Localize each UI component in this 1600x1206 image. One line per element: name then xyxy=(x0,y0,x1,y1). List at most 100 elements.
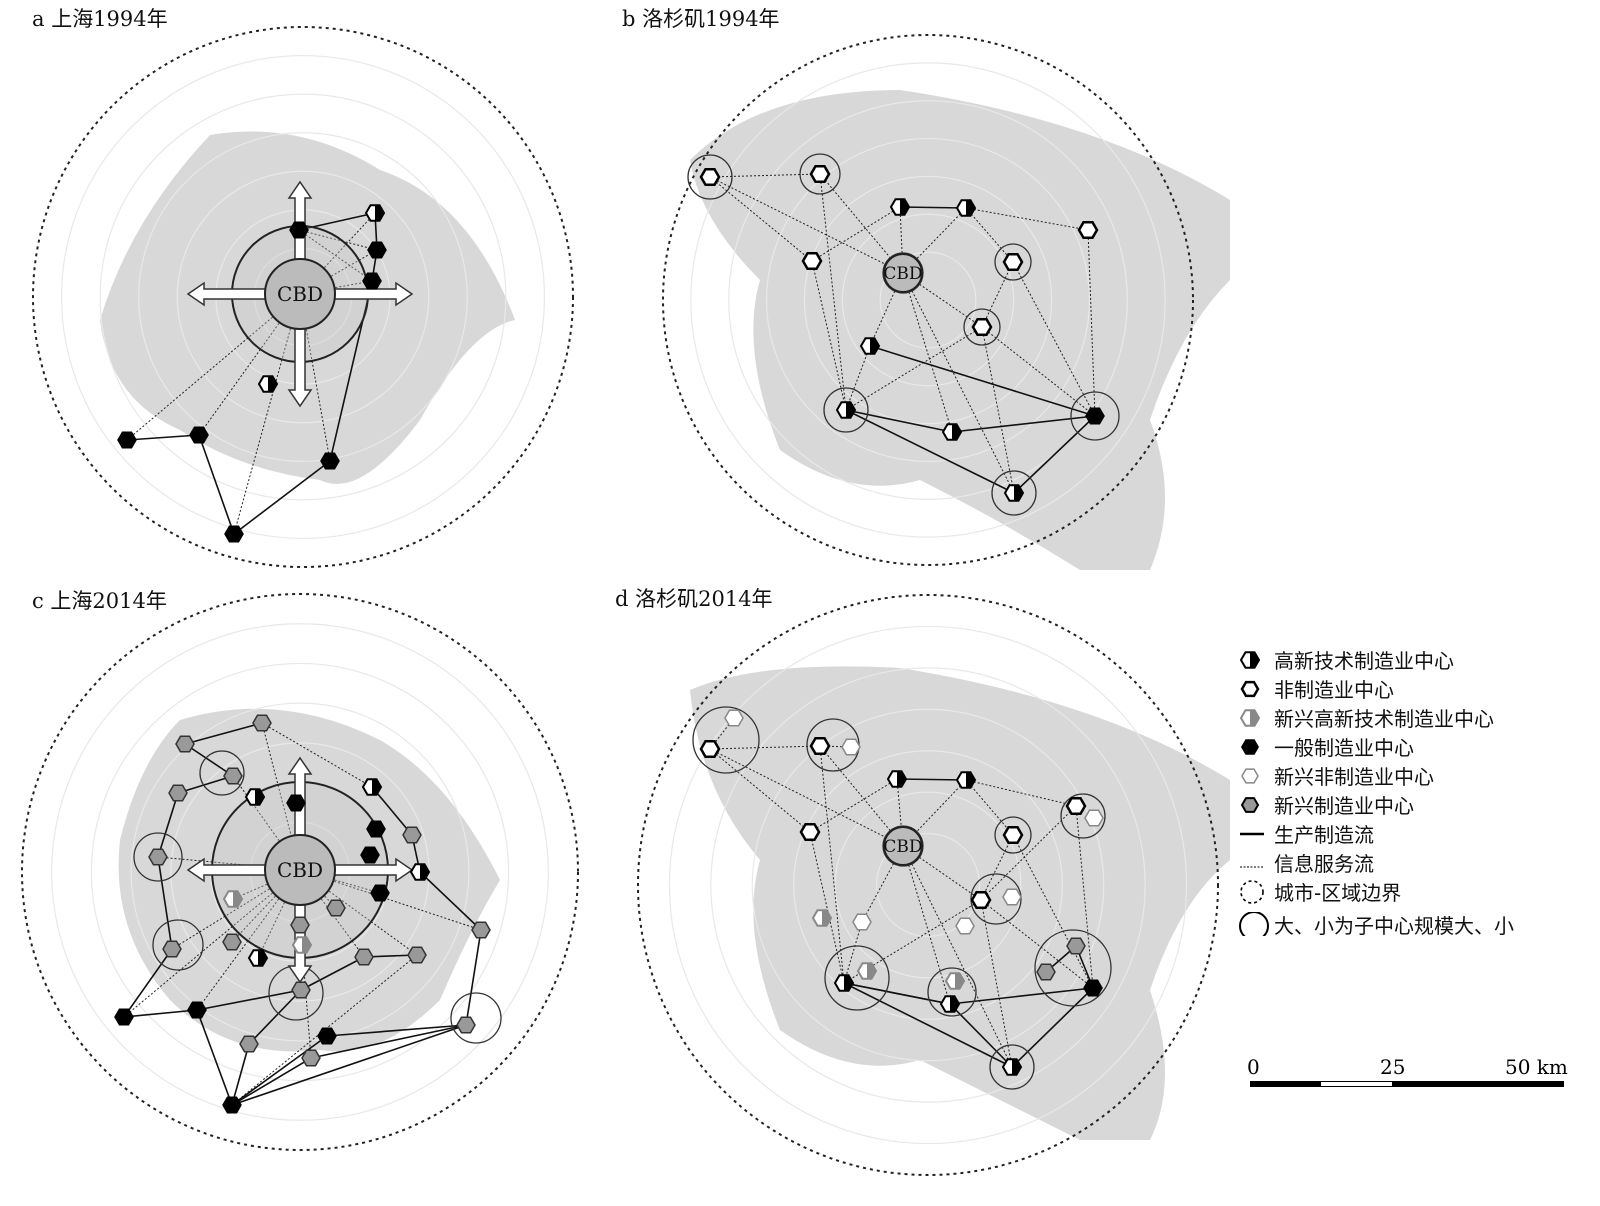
city-region-boundary xyxy=(637,594,1219,1176)
information-flow-line xyxy=(298,229,378,251)
distance-ring xyxy=(879,251,977,349)
non-manufacturing-center-icon xyxy=(809,164,831,184)
legend-label: 新兴制造业中心 xyxy=(1274,794,1414,818)
emerging-high-tech-center-icon xyxy=(1239,708,1261,727)
production-flow-line xyxy=(177,775,234,794)
production-flow-line xyxy=(300,956,365,991)
emerging-manufacturing-center-icon xyxy=(252,714,272,732)
high-tech-center-icon xyxy=(1239,650,1261,669)
emerging-non-manufacturing-center-icon xyxy=(724,709,744,727)
information-flow-line xyxy=(980,834,1014,901)
high-tech-center-icon xyxy=(955,199,977,217)
non-manufacturing-center-icon xyxy=(1240,680,1260,697)
distance-ring xyxy=(690,62,1166,538)
general-manufacturing-center-icon xyxy=(360,846,380,864)
cbd-circle xyxy=(264,834,336,906)
non-manufacturing-center-icon xyxy=(801,251,823,271)
information-flow-line xyxy=(965,207,1089,231)
general-manufacturing-center-icon xyxy=(224,525,244,543)
distance-ring xyxy=(841,213,1015,387)
general-manufacturing-center-icon xyxy=(117,431,137,449)
production-flow-line xyxy=(845,409,953,433)
legend-item: 一般制造业中心 xyxy=(1238,732,1514,761)
cbd-label: CBD xyxy=(277,858,323,882)
subcenter-size-circle xyxy=(994,243,1032,281)
information-flow-line xyxy=(843,921,863,984)
high-tech-center-icon xyxy=(1003,484,1025,502)
distance-ring xyxy=(728,100,1128,500)
subcenter-size-circle xyxy=(152,919,204,971)
emerging-non-manufacturing-center-icon xyxy=(1084,809,1104,827)
general-manufacturing-center-icon xyxy=(286,794,306,812)
information-flow-line xyxy=(981,326,1015,494)
emerging-high-tech-center-icon xyxy=(811,909,833,927)
information-flow-line xyxy=(965,779,1014,836)
production-flow-line xyxy=(248,989,302,1045)
information-flow-line xyxy=(845,345,871,411)
emerging-manufacturing-center-icon xyxy=(1240,796,1260,813)
production-flow-line-icon xyxy=(1240,832,1264,835)
information-flow-line xyxy=(965,779,1077,807)
distance-ring xyxy=(176,170,430,424)
scale-label-0: 0 xyxy=(1247,1055,1260,1079)
information-flow-line xyxy=(261,722,373,788)
cbd-circle xyxy=(883,826,923,866)
legend-label: 城市-区域边界 xyxy=(1274,881,1402,905)
size-circle-icon xyxy=(1239,912,1269,936)
production-flow-line xyxy=(419,871,482,931)
production-flow-line xyxy=(157,792,179,858)
information-flow-line xyxy=(126,293,301,441)
scale-bar-black-1 xyxy=(1250,1081,1320,1087)
city-region-boundary xyxy=(32,26,574,568)
emerging-manufacturing-center-icon xyxy=(456,1016,476,1034)
information-flow-line xyxy=(845,326,983,411)
legend-item: 新兴非制造业中心 xyxy=(1238,761,1514,790)
production-flow-line xyxy=(184,722,263,745)
legend-item: 新兴制造业中心 xyxy=(1238,790,1514,819)
distance-ring xyxy=(51,623,549,1121)
subcenter-size-circle xyxy=(1034,929,1112,1007)
cbd-circle xyxy=(264,258,336,330)
emerging-manufacturing-center-icon xyxy=(301,1049,321,1067)
emerging-manufacturing-center-icon xyxy=(354,948,374,966)
production-flow-line xyxy=(231,1024,467,1106)
non-manufacturing-center-icon xyxy=(699,167,721,187)
production-flow-line xyxy=(843,982,1013,1068)
general-manufacturing-center-icon xyxy=(367,241,387,259)
subcenter-size-circle xyxy=(1070,391,1120,441)
production-flow-line xyxy=(233,460,331,535)
high-tech-center-icon xyxy=(409,863,431,881)
emerging-non-manufacturing-center-icon xyxy=(852,913,872,931)
distance-ring xyxy=(834,791,1022,979)
non-manufacturing-center-icon xyxy=(1002,252,1024,272)
non-manufacturing-center-icon xyxy=(1065,796,1087,816)
panel-title: b 洛杉矶1994年 xyxy=(622,7,780,31)
production-flow-line xyxy=(231,1035,328,1106)
production-flow-line xyxy=(157,856,173,950)
distance-ring xyxy=(60,54,546,540)
subcenter-size-circle xyxy=(989,1044,1035,1090)
general-manufacturing-center-icon xyxy=(1085,407,1105,425)
emerging-manufacturing-center-icon xyxy=(168,784,188,802)
panel-title: a 上海1994年 xyxy=(32,7,168,31)
legend-label: 大、小为子中心规模大、小 xyxy=(1274,913,1514,938)
emerging-non-manufacturing-center-icon xyxy=(955,917,975,935)
subcenter-size-circle xyxy=(991,470,1037,516)
legend-label: 高新技术制造业中心 xyxy=(1274,649,1454,673)
emerging-manufacturing-center-icon xyxy=(148,848,168,866)
general-manufacturing-center-icon xyxy=(189,426,209,444)
legend-item: 非制造业中心 xyxy=(1238,674,1514,703)
legend-label: 新兴高新技术制造业中心 xyxy=(1274,707,1494,731)
general-manufacturing-center-icon xyxy=(320,452,340,470)
legend: 高新技术制造业中心非制造业中心新兴高新技术制造业中心一般制造业中心新兴非制造业中… xyxy=(1238,645,1514,942)
information-flow-line xyxy=(1075,805,1094,989)
production-flow-line xyxy=(1011,987,1094,1068)
emerging-manufacturing-center-icon xyxy=(290,916,310,934)
emerging-manufacturing-center-icon xyxy=(223,767,243,785)
emerging-manufacturing-center-icon xyxy=(291,981,311,999)
legend-label: 非制造业中心 xyxy=(1274,678,1394,702)
distance-ring xyxy=(875,832,981,938)
production-flow-line xyxy=(843,982,951,1005)
